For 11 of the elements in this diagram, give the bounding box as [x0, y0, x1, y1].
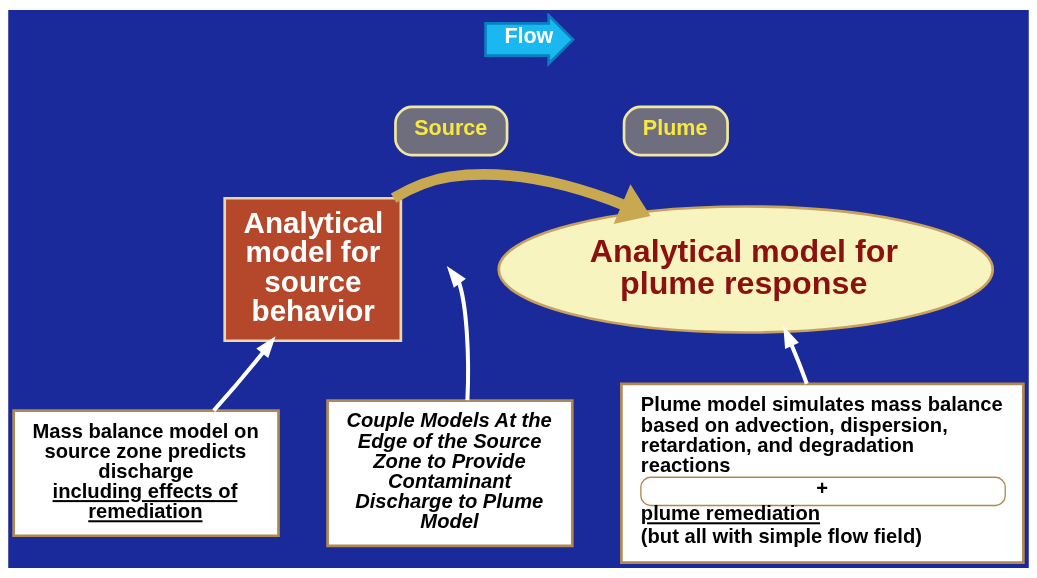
node-box: Plume model simulates mass balance based on advection, dispersion, retardation, and degradation reactions + plume remediation (but all with simple flow field) — [620, 382, 1025, 564]
node-box: Source — [394, 105, 509, 157]
node-box: Plume — [622, 105, 729, 157]
node-box: Analytical model for source behavior — [223, 196, 403, 343]
arrow — [446, 266, 471, 401]
arrow — [783, 326, 809, 385]
node-box: Couple Models At the Edge of the Source Zone to Provide Contaminant Discharge to Plume Model — [326, 399, 574, 548]
arrow — [390, 169, 651, 225]
arrow — [212, 336, 276, 412]
node-box: Mass balance model on source zone predicts discharge including effects of remediation — [12, 409, 280, 538]
node-ellipse: Analytical model for plume response — [497, 205, 995, 334]
